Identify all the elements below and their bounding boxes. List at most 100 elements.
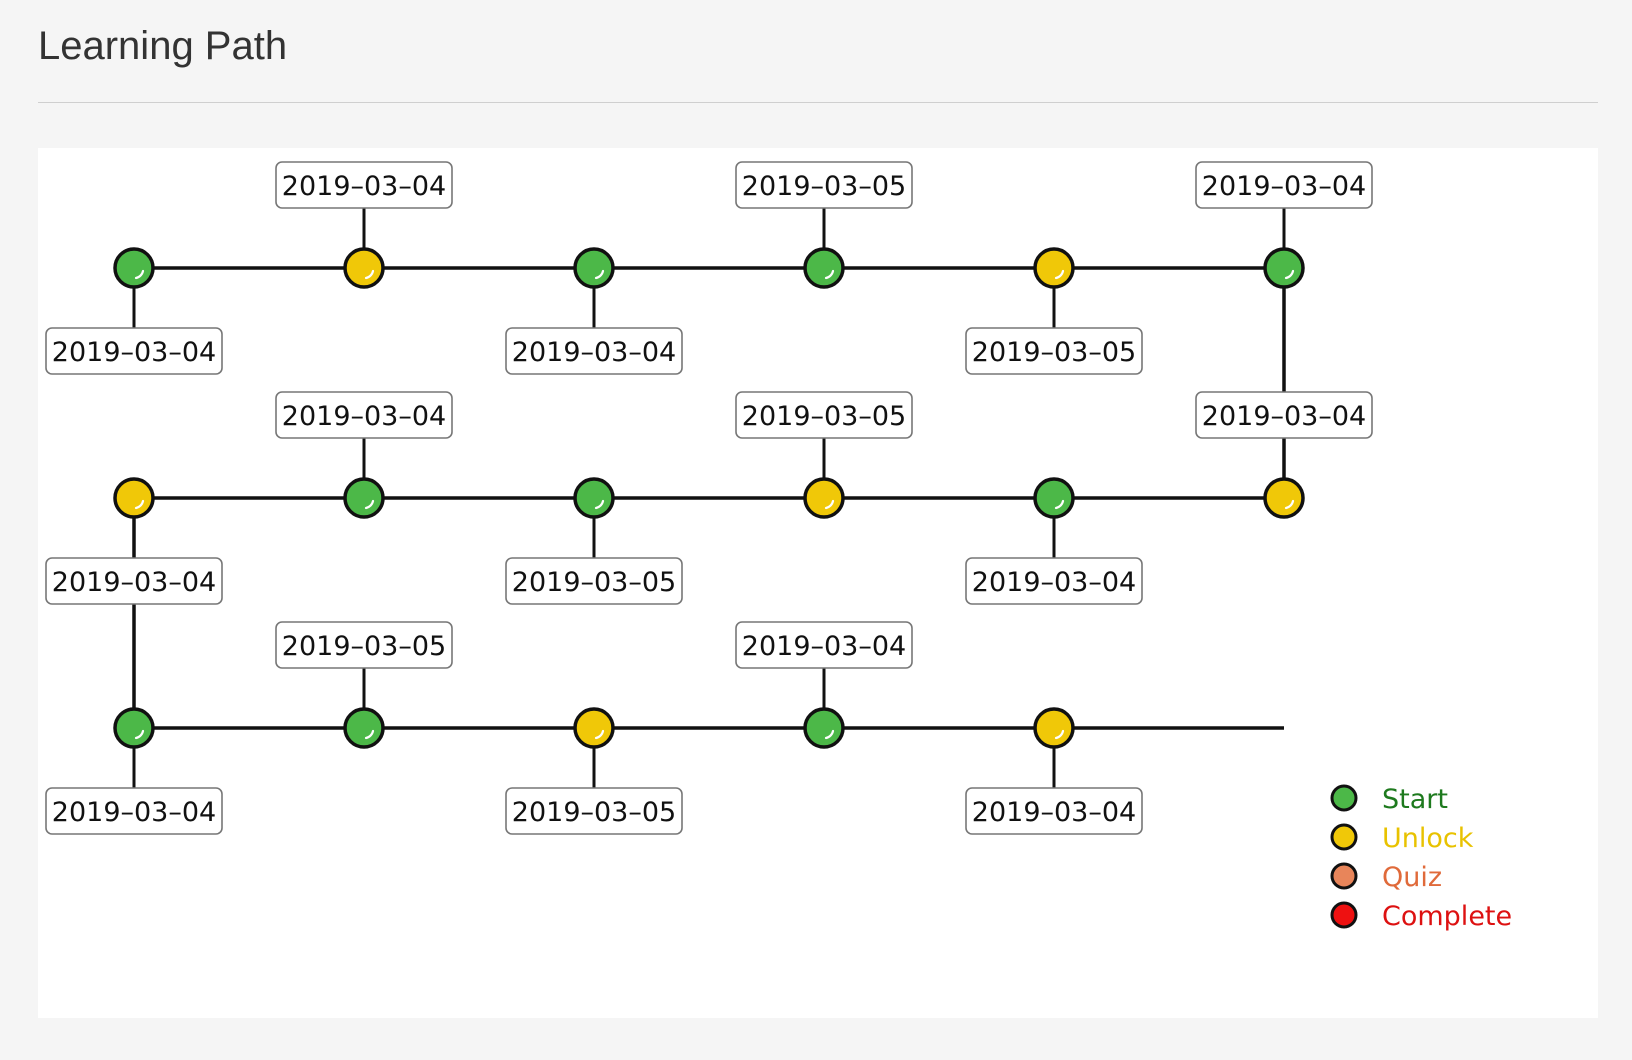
- legend-label: Start: [1382, 784, 1448, 815]
- path-node-start: [113, 247, 155, 289]
- path-node-unlock: [1033, 247, 1075, 289]
- node-shine: [1054, 269, 1065, 280]
- path-node-start: [343, 707, 385, 749]
- date-label-box: 2019–03–04: [965, 787, 1143, 835]
- date-label-frame: [965, 557, 1143, 605]
- path-node-start: [343, 477, 385, 519]
- node-shine: [364, 729, 375, 740]
- path-node-start: [573, 477, 615, 519]
- date-label-text: 2019–03–05: [512, 797, 676, 828]
- node-circle: [803, 477, 845, 519]
- date-label-box: 2019–03–04: [45, 787, 223, 835]
- date-label-frame: [735, 161, 913, 209]
- node-shine: [1284, 269, 1295, 280]
- path-node-unlock: [343, 247, 385, 289]
- date-label-text: 2019–03–05: [512, 567, 676, 598]
- date-label-text: 2019–03–04: [52, 337, 216, 368]
- date-label-frame: [965, 787, 1143, 835]
- date-label-frame: [45, 787, 223, 835]
- learning-path-canvas: 2019–03–04 2019–03–04 2019–03–04 2019–03–05…: [38, 148, 1598, 1018]
- date-label-frame: [1195, 161, 1373, 209]
- date-label-text: 2019–03–04: [1202, 171, 1366, 202]
- date-label-text: 2019–03–04: [52, 797, 216, 828]
- node-circle: [1033, 477, 1075, 519]
- node-shine: [824, 269, 835, 280]
- date-label-box: 2019–03–05: [735, 161, 913, 209]
- node-circle: [1263, 247, 1305, 289]
- date-label-box: 2019–03–04: [45, 327, 223, 375]
- date-label-box: 2019–03–05: [735, 391, 913, 439]
- path-node-start: [803, 247, 845, 289]
- date-label-frame: [505, 327, 683, 375]
- legend-swatch: [1330, 784, 1358, 812]
- node-circle: [573, 247, 615, 289]
- node-circle: [1033, 247, 1075, 289]
- path-node-start: [573, 247, 615, 289]
- path-node-unlock: [1263, 477, 1305, 519]
- path-node-unlock: [113, 477, 155, 519]
- date-label-text: 2019–03–04: [282, 401, 446, 432]
- node-circle: [113, 707, 155, 749]
- date-label-box: 2019–03–04: [275, 391, 453, 439]
- legend-label: Quiz: [1382, 862, 1442, 893]
- date-label-text: 2019–03–04: [972, 567, 1136, 598]
- legend-swatch: [1330, 823, 1358, 851]
- date-label-frame: [505, 787, 683, 835]
- node-shine: [594, 269, 605, 280]
- node-shine: [134, 499, 145, 510]
- node-circle: [573, 477, 615, 519]
- node-shine: [1054, 499, 1065, 510]
- date-label-frame: [505, 557, 683, 605]
- date-label-frame: [735, 391, 913, 439]
- page-header: Learning Path: [38, 0, 1598, 103]
- path-node-start: [1263, 247, 1305, 289]
- legend-swatch: [1330, 901, 1358, 929]
- node-circle: [343, 247, 385, 289]
- learning-path-diagram: 2019–03–04 2019–03–04 2019–03–04 2019–03–05…: [45, 161, 1512, 932]
- legend-item-start: Start: [1330, 784, 1448, 815]
- date-label-text: 2019–03–05: [742, 401, 906, 432]
- node-shine: [134, 269, 145, 280]
- date-label-box: 2019–03–05: [275, 621, 453, 669]
- date-label-box: 2019–03–05: [965, 327, 1143, 375]
- path-node-unlock: [1033, 707, 1075, 749]
- path-lines: [132, 266, 1286, 730]
- date-label-text: 2019–03–04: [742, 631, 906, 662]
- date-label-box: 2019–03–04: [45, 557, 223, 605]
- node-circle: [343, 707, 385, 749]
- date-label-text: 2019–03–04: [512, 337, 676, 368]
- path-nodes: [113, 247, 1305, 749]
- date-label-box: 2019–03–04: [965, 557, 1143, 605]
- date-labels: 2019–03–04 2019–03–04 2019–03–04 2019–03–05…: [45, 161, 1373, 835]
- node-circle: [803, 707, 845, 749]
- path-node-start: [803, 707, 845, 749]
- legend-swatch: [1330, 862, 1358, 890]
- date-label-text: 2019–03–05: [742, 171, 906, 202]
- legend-item-quiz: Quiz: [1330, 862, 1442, 893]
- date-label-frame: [275, 391, 453, 439]
- date-label-box: 2019–03–05: [505, 787, 683, 835]
- node-shine: [594, 499, 605, 510]
- date-label-box: 2019–03–04: [1195, 161, 1373, 209]
- date-label-box: 2019–03–04: [275, 161, 453, 209]
- node-shine: [364, 499, 375, 510]
- date-label-text: 2019–03–04: [1202, 401, 1366, 432]
- path-node-unlock: [573, 707, 615, 749]
- path-line: [132, 266, 1286, 730]
- node-shine: [364, 269, 375, 280]
- node-shine: [824, 729, 835, 740]
- legend-item-complete: Complete: [1330, 901, 1512, 932]
- legend-label: Unlock: [1382, 823, 1474, 854]
- node-circle: [113, 477, 155, 519]
- node-circle: [1033, 707, 1075, 749]
- date-label-frame: [735, 621, 913, 669]
- node-circle: [803, 247, 845, 289]
- node-shine: [594, 729, 605, 740]
- node-circle: [573, 707, 615, 749]
- date-label-text: 2019–03–04: [282, 171, 446, 202]
- node-shine: [134, 729, 145, 740]
- date-label-frame: [45, 557, 223, 605]
- date-label-frame: [45, 327, 223, 375]
- path-node-start: [1033, 477, 1075, 519]
